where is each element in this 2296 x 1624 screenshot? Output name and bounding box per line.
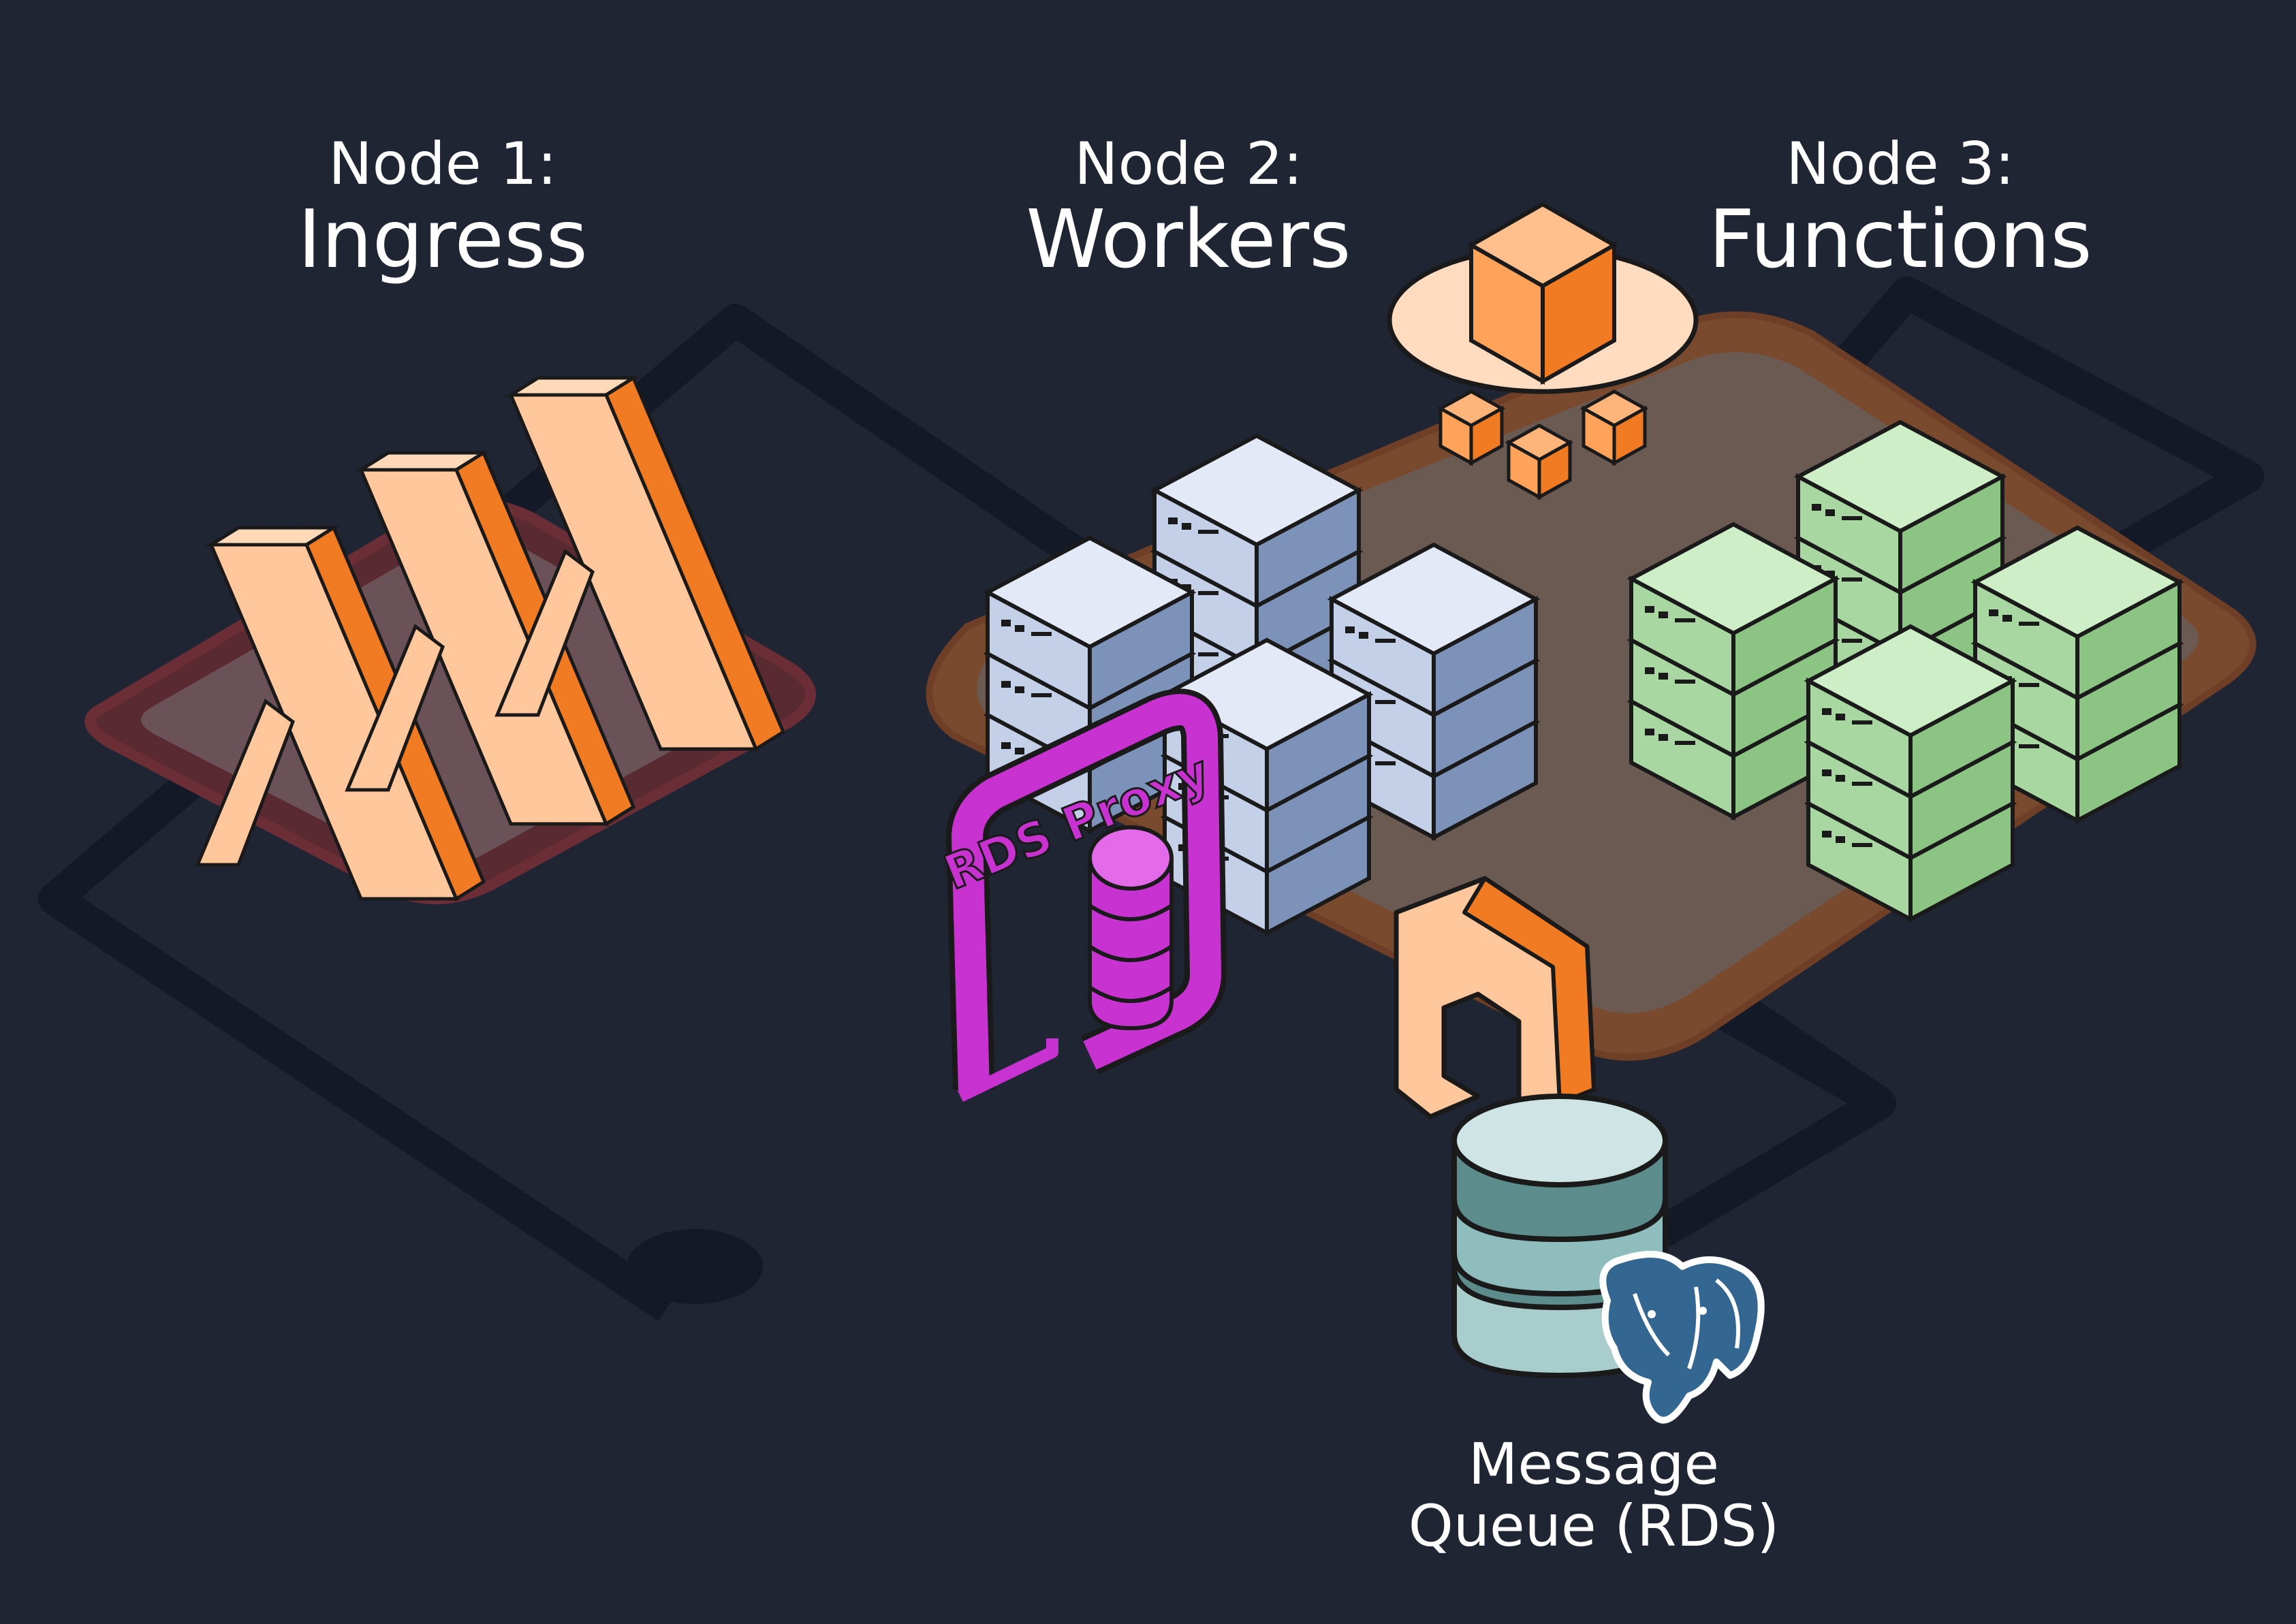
postgresql-elephant-icon [1599,1251,1765,1424]
track-end-dot [627,1229,763,1304]
node3-label: Node 3: Functions [1662,133,2139,283]
node2-label: Node 2: Workers [967,133,1410,283]
node1-label: Node 1: Ingress [232,133,654,283]
message-queue-line1: Message [1468,1431,1720,1497]
server-stack-icon [1631,524,1836,817]
rds-proxy-icon: RDS Proxy [935,688,1227,1102]
message-queue-line2: Queue (RDS) [1408,1492,1780,1559]
node1-heading: Node 1: [328,130,557,198]
server-stack-icon [1808,626,2013,919]
node3-name: Functions [1708,191,2092,286]
container-hat-icon [1387,202,1699,497]
node2-name: Workers [1026,191,1351,286]
database-icon [1088,825,1174,1031]
node1-name: Ingress [298,191,588,286]
message-queue-label: Message Queue (RDS) [1335,1433,1853,1557]
node2-heading: Node 2: [1074,130,1303,198]
step-functions-icon [1394,876,1597,1119]
node3-heading: Node 3: [1786,130,2015,198]
